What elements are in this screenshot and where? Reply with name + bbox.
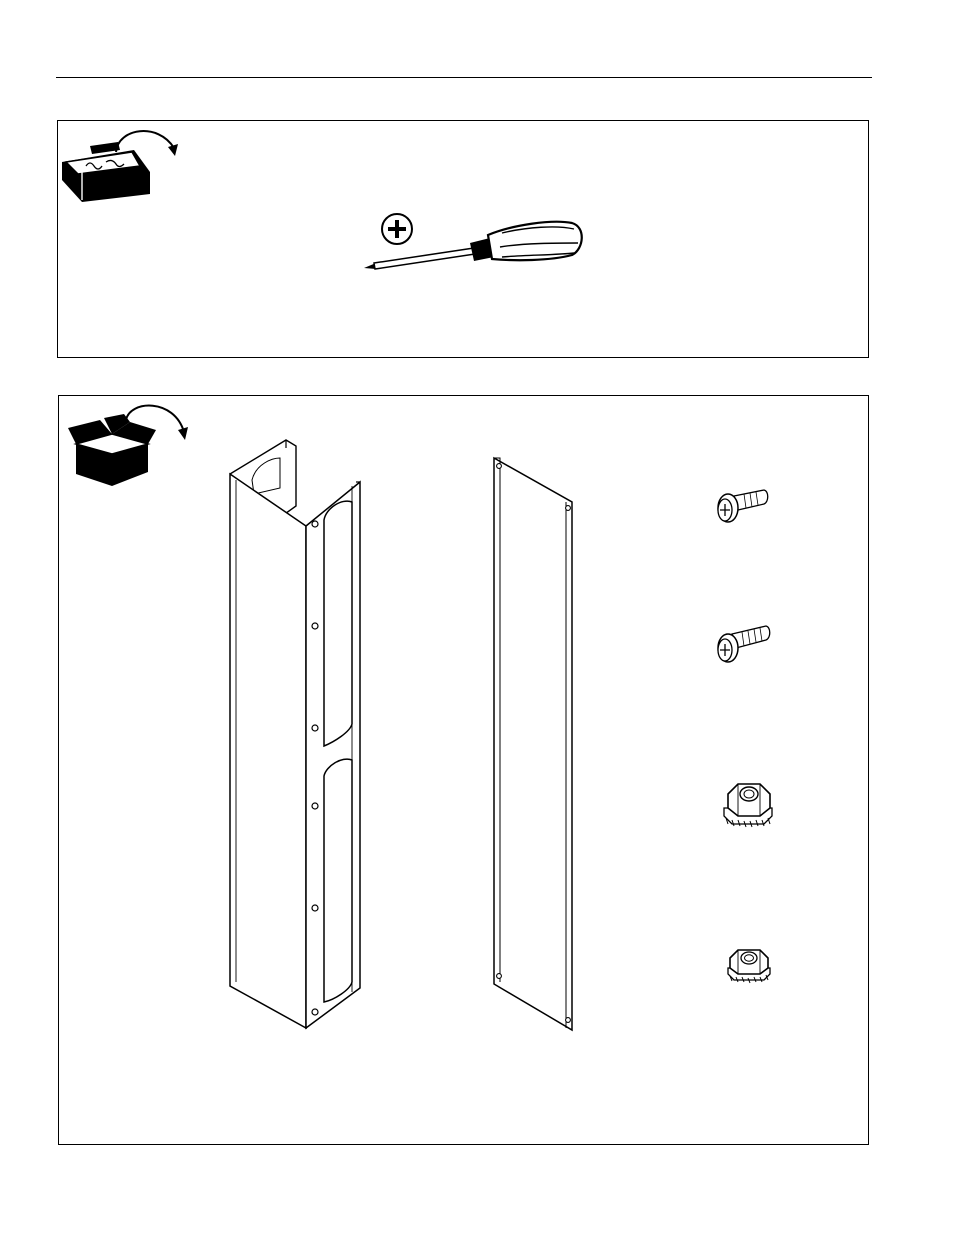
flat-cover-panel-icon: [490, 454, 582, 1034]
header-rule: [56, 77, 872, 78]
kep-nut-small-icon: [722, 946, 776, 986]
open-box-icon: [64, 400, 190, 490]
phillips-screwdriver-icon: [362, 213, 586, 275]
short-screw-icon: [712, 482, 772, 528]
u-channel-cover-icon: [226, 436, 366, 1032]
kep-nut-large-icon: [718, 780, 778, 830]
toolbox-icon: [58, 122, 180, 206]
long-screw-icon: [712, 620, 772, 666]
